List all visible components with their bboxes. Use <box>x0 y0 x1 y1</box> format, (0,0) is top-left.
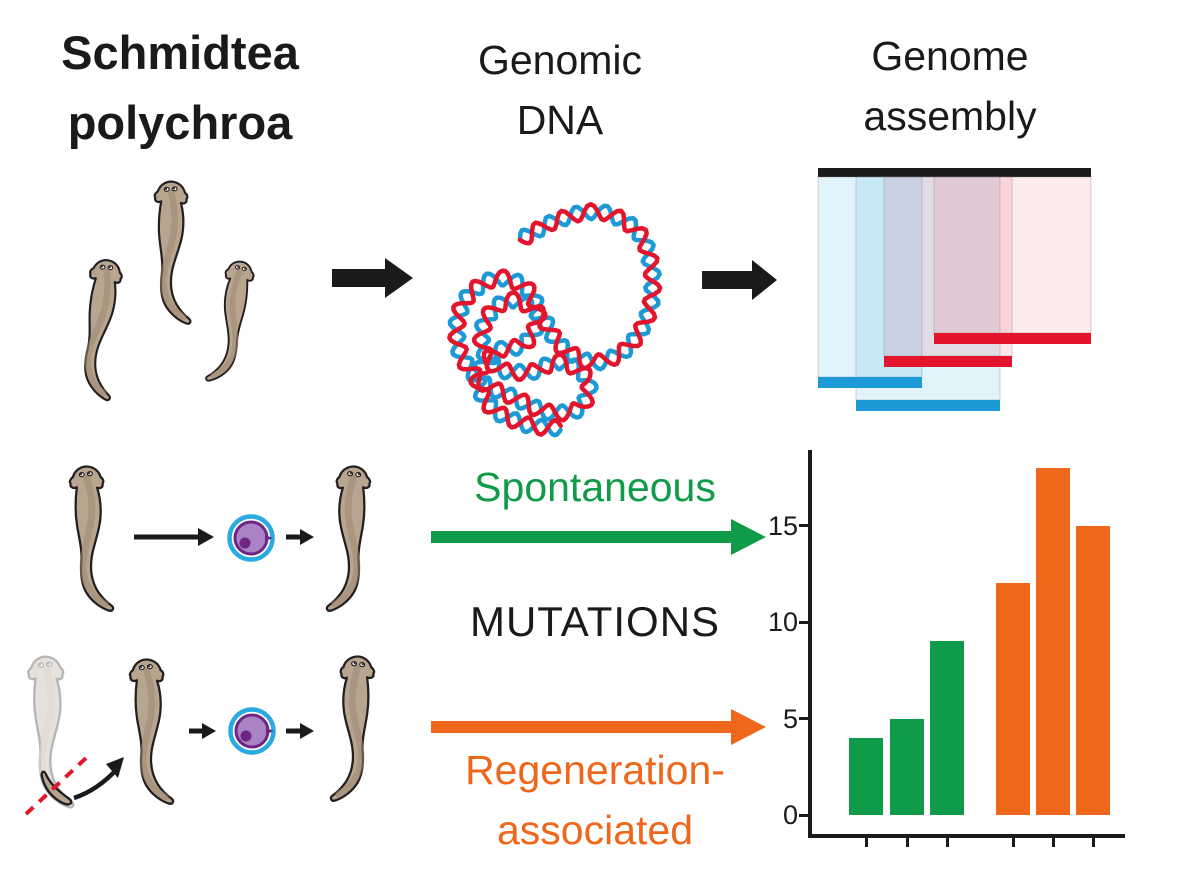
worm-trio-illustration <box>69 181 255 401</box>
genomic-dna-line1: Genomic <box>477 37 643 83</box>
mutation-count-chart: 0 5 10 15 <box>768 450 1125 847</box>
reference-bar <box>818 168 1091 177</box>
genomic-dna-illustration <box>447 201 663 438</box>
small-arrow-icon <box>202 723 216 739</box>
species-title-line1: Schmidtea <box>61 26 299 79</box>
chart-y-tick-label: 0 <box>782 800 798 830</box>
read-bar-blue <box>818 377 922 388</box>
chart-y-tick-label: 15 <box>767 510 798 541</box>
chart-x-axis <box>808 834 1125 838</box>
dna-strand-blue <box>447 203 662 438</box>
genome-assembly-label: Genome assembly <box>798 26 1102 146</box>
chart-x-tick <box>905 838 909 847</box>
spontaneous-label: Spontaneous <box>474 464 716 510</box>
regeneration-lineage-illustration <box>24 657 374 816</box>
small-arrow-icon <box>300 529 314 545</box>
worm-icon <box>327 467 370 611</box>
flow-arrow-icon <box>702 260 777 300</box>
genome-assembly-line1: Genome <box>871 33 1029 79</box>
chart-y-tick <box>799 717 808 720</box>
chart-bar <box>890 718 924 815</box>
regeneration-line2: associated <box>496 807 693 853</box>
chart-bar <box>849 737 883 815</box>
egg-icon <box>230 517 274 560</box>
chart-x-tick <box>1051 838 1055 847</box>
chart-y-tick-label: 10 <box>767 607 798 637</box>
worm-icon <box>206 259 255 384</box>
species-title-line2: polychroa <box>67 96 293 149</box>
genomic-dna-line2: DNA <box>516 97 604 143</box>
chart-x-tick <box>864 838 868 847</box>
chart-bar <box>930 641 964 815</box>
mutations-label: MUTATIONS <box>469 598 721 645</box>
chart-y-tick <box>799 524 808 527</box>
genome-assembly-line2: assembly <box>863 93 1037 139</box>
regeneration-line1: Regeneration- <box>465 747 725 793</box>
read-bar-red <box>934 333 1091 344</box>
chart-y-tick-label: 5 <box>782 703 798 734</box>
chart-bar <box>996 583 1030 815</box>
small-arrow-icon <box>198 528 214 546</box>
dna-strand-red <box>447 201 663 437</box>
tail-fragment <box>40 770 73 806</box>
chart-bar <box>1076 525 1110 815</box>
chart-bar <box>1036 467 1070 815</box>
spontaneous-arrow-icon <box>431 519 766 555</box>
read-bar-red <box>884 356 1012 367</box>
read-bar-blue <box>856 400 1000 411</box>
flow-arrow-icon <box>332 258 413 298</box>
chart-y-tick <box>799 813 808 817</box>
small-arrow-icon <box>300 723 314 739</box>
regeneration-arrow-icon <box>431 709 766 745</box>
spontaneous-lineage-illustration <box>70 467 370 611</box>
egg-icon <box>231 710 275 753</box>
regrow-arrowhead <box>106 757 124 778</box>
chart-x-tick <box>1091 838 1095 847</box>
chart-y-tick <box>799 620 808 624</box>
worm-icon <box>148 181 198 324</box>
worm-icon <box>331 657 374 801</box>
regeneration-label: Regeneration- associated <box>420 740 770 860</box>
chart-x-tick <box>945 838 949 847</box>
genome-assembly-illustration <box>817 168 1092 411</box>
worm-icon <box>70 467 113 611</box>
amputation-line-icon <box>24 756 88 816</box>
chart-y-axis <box>808 450 812 838</box>
chart-x-tick <box>1011 838 1015 847</box>
genomic-dna-label: Genomic DNA <box>428 30 692 150</box>
worm-icon <box>130 660 173 804</box>
worm-icon <box>69 258 134 401</box>
regrow-curved-arrow-icon <box>73 766 120 801</box>
species-title: Schmidtea polychroa <box>8 18 352 158</box>
